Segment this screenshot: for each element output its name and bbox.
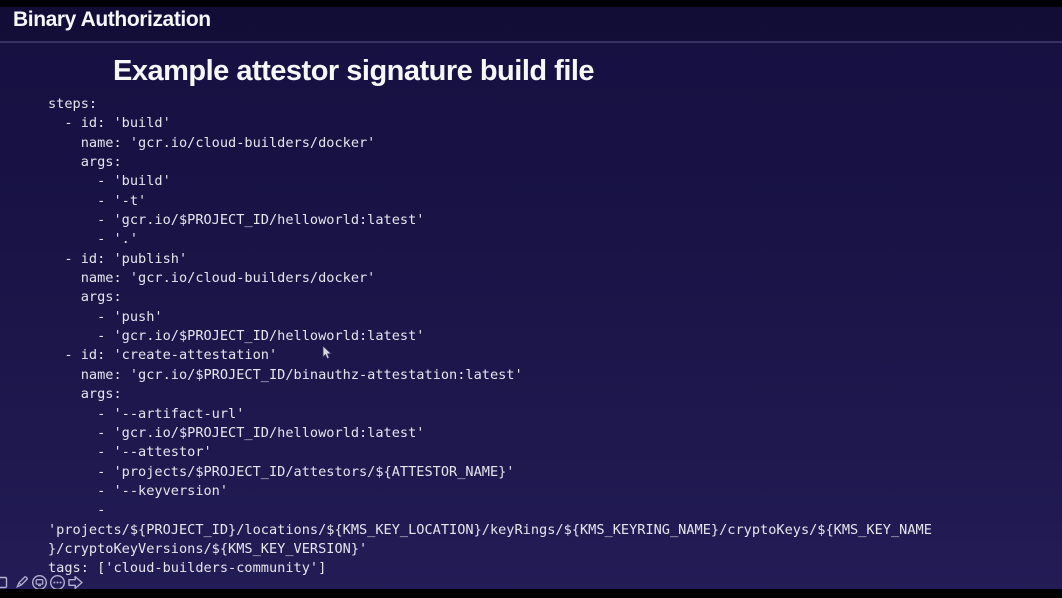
next-arrow-icon[interactable] bbox=[67, 574, 84, 591]
yaml-code-block: steps: - id: 'build' name: 'gcr.io/cloud… bbox=[48, 96, 932, 577]
mouse-cursor-icon bbox=[322, 346, 332, 360]
pen-icon[interactable] bbox=[13, 574, 30, 591]
top-letterbox-bar bbox=[0, 0, 1062, 7]
page-title: Binary Authorization bbox=[13, 8, 211, 31]
header-band bbox=[0, 7, 1062, 41]
header-divider bbox=[0, 41, 1062, 43]
square-shape-icon[interactable] bbox=[0, 574, 12, 591]
bottom-letterbox-bar bbox=[0, 589, 1062, 598]
slide-heading: Example attestor signature build file bbox=[113, 55, 595, 87]
